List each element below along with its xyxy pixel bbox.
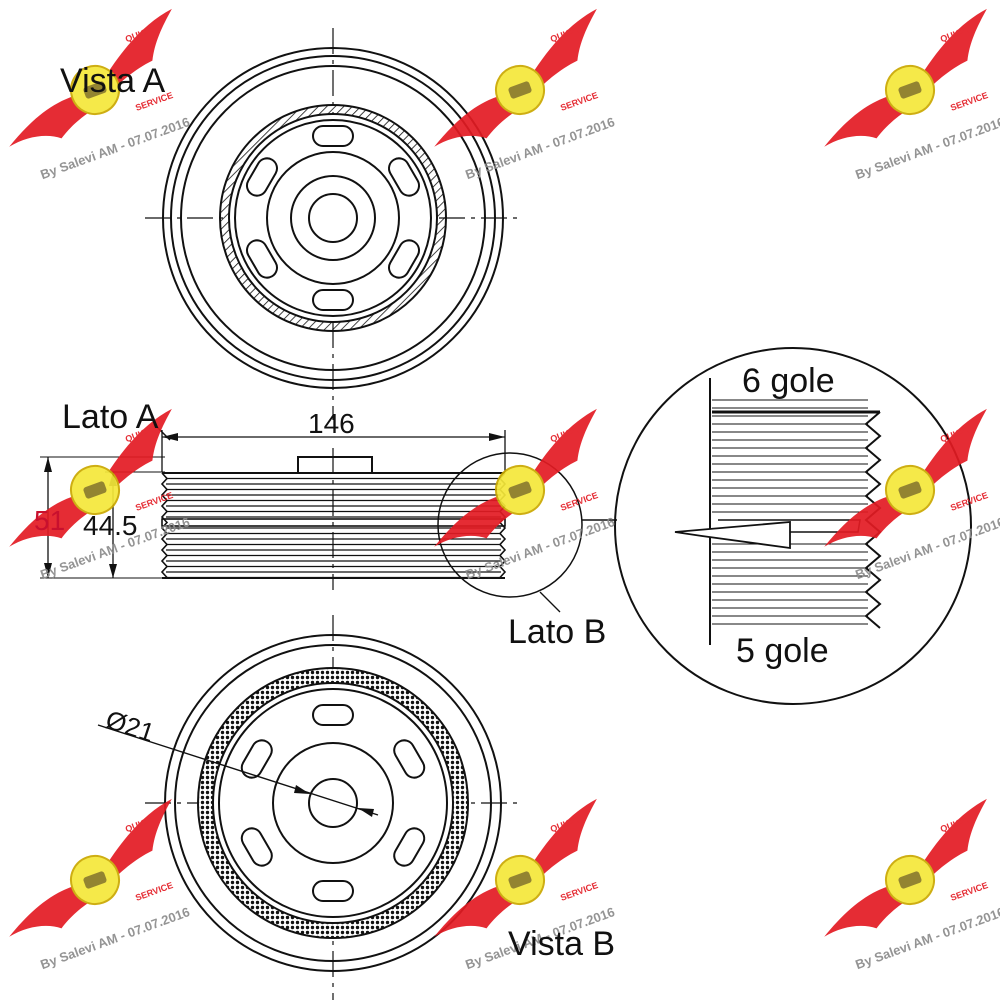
side-view-drawing <box>40 424 617 613</box>
slot-hole <box>393 739 426 779</box>
view-b-label: Vista B <box>508 925 616 963</box>
slot-hole <box>245 239 278 279</box>
slot-hole <box>312 125 354 147</box>
svg-text:SERVICE: SERVICE <box>134 490 174 513</box>
groove-detail-drawing <box>614 347 972 705</box>
slot-hole <box>245 157 278 197</box>
width-dimension: 146 <box>308 408 355 439</box>
slot-hole <box>240 827 273 867</box>
svg-text:SERVICE: SERVICE <box>559 90 599 113</box>
svg-text:SERVICE: SERVICE <box>134 880 174 903</box>
inner-height-dimension: 44.5 <box>83 510 138 541</box>
slot-hole <box>312 880 354 902</box>
view-b-drawing <box>97 615 520 1000</box>
slot-hole <box>388 157 421 197</box>
slot-hole <box>388 239 421 279</box>
svg-text:SERVICE: SERVICE <box>949 880 989 903</box>
svg-text:SERVICE: SERVICE <box>949 90 989 113</box>
left-groove-profile <box>160 472 169 579</box>
bore-diameter-label: Ø21 <box>102 704 158 748</box>
svg-text:SERVICE: SERVICE <box>559 880 599 903</box>
bottom-grooves-label: 5 gole <box>736 632 829 670</box>
side-b-label: Lato B <box>508 613 607 651</box>
top-grooves-label: 6 gole <box>742 362 835 400</box>
svg-text:SERVICE: SERVICE <box>949 490 989 513</box>
side-a-label: Lato A <box>62 398 159 436</box>
view-a-label: Vista A <box>60 62 166 100</box>
slot-hole <box>312 289 354 311</box>
svg-text:SERVICE: SERVICE <box>559 490 599 513</box>
outer-height-dimension: 51 <box>34 505 66 536</box>
slot-hole <box>312 704 354 726</box>
view-a-drawing <box>145 28 520 420</box>
slot-hole <box>393 827 426 867</box>
slot-hole <box>240 739 273 779</box>
